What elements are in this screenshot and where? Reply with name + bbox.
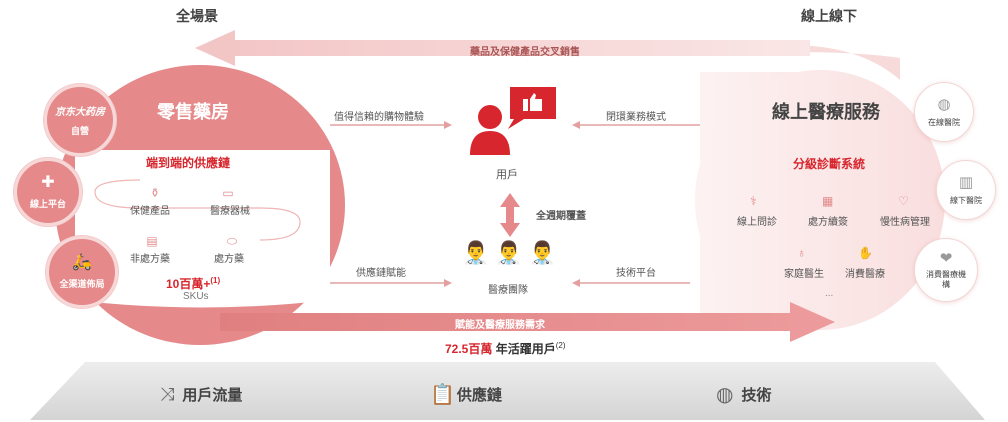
lifecycle-double-arrow <box>500 193 520 237</box>
footer-band <box>30 362 985 420</box>
arrow-label-shopping: 值得信賴的購物體驗 <box>334 112 424 123</box>
header-right: 線上線下 <box>801 8 857 24</box>
arrow-label-tech-platform: 技術平台 <box>616 268 656 279</box>
bubble-self-operated: 京东大药房 自營 <box>44 84 116 156</box>
service-online-consult: 線上問診 <box>737 217 777 228</box>
globe-medical-icon: ◍ <box>937 95 951 113</box>
service-family-doctor: 家庭醫生 <box>784 269 824 280</box>
right-panel-oval <box>695 70 945 330</box>
pill-icon: ⬭ <box>226 234 238 248</box>
center-arrows <box>330 121 700 287</box>
user-label: 用戶 <box>496 169 518 181</box>
arrow-label-closed-loop: 閉環業務模式 <box>606 112 666 123</box>
service-chronic-disease: 慢性病管理 <box>880 217 930 228</box>
bubble-consumer-medical-label: 消費醫療機構 <box>926 269 966 289</box>
bubble-online-hospital: ◍ 在線醫院 <box>914 82 974 142</box>
footer-item-supply-chain: 📋 供應鏈 <box>430 382 502 407</box>
globe-icon: ◍ <box>716 384 734 406</box>
stethoscope-icon: ♁ <box>797 246 806 260</box>
tiered-diagnosis-title: 分級診斷系統 <box>793 157 866 171</box>
bubble-online-platform: ✚ 線上平台 <box>14 158 82 226</box>
monitor-icon: ▭ <box>222 186 234 200</box>
bottom-band <box>220 313 800 331</box>
left-panel-title: 零售藥房 <box>157 102 229 122</box>
bubble-online-hospital-label: 在線醫院 <box>928 117 960 127</box>
bottom-band-arrowhead <box>790 302 835 342</box>
header-left: 全場景 <box>176 8 218 24</box>
pill-bottle-icon: ▤ <box>146 234 158 248</box>
right-panel-title: 線上醫療服務 <box>772 102 880 122</box>
services-ellipsis: ... <box>825 288 834 299</box>
shuffle-icon: ⤨ <box>160 384 175 404</box>
supply-item-device: 醫療器械 <box>210 206 250 217</box>
supply-loop-line <box>94 179 301 241</box>
active-users-stat: 72.5百萬 年活躍用戶(2) <box>445 341 566 356</box>
hospital-icon: ▥ <box>958 173 974 191</box>
bubble-self-operated-label: 自營 <box>70 126 89 136</box>
medical-team-icon: 👨‍⚕️👨‍⚕️👨‍⚕️ <box>462 240 563 265</box>
top-band <box>230 40 810 56</box>
top-band-label: 藥品及保健產品交叉銷售 <box>470 47 580 58</box>
service-consumer-medical: 消費醫療 <box>845 269 885 280</box>
user-icon <box>470 87 556 155</box>
medical-team-label: 醫療團隊 <box>488 285 528 296</box>
delivery-scooter-icon: 🛵 <box>72 253 92 271</box>
lifecycle-label: 全週期覆蓋 <box>536 211 586 222</box>
jd-pharmacy-logo: 京东大药房 <box>55 107 105 118</box>
bubble-offline-hospital: ▥ 線下醫院 <box>936 160 996 220</box>
consult-icon: ⚕ <box>750 194 757 208</box>
sku-unit: SKUs <box>183 291 209 302</box>
footer-item-technology: ◍ 技術 <box>716 382 771 407</box>
bottom-band-label: 賦能及醫療服務需求 <box>455 320 545 331</box>
bubble-omnichannel-label: 全渠道佈局 <box>59 278 105 289</box>
bubble-online-platform-label: 線上平台 <box>29 198 66 209</box>
medkit-icon: ✚ <box>41 173 55 191</box>
footer-item-user-traffic: ⤨ 用戶流量 <box>160 384 242 405</box>
heartbeat-icon: ♡ <box>898 194 909 208</box>
bubble-consumer-medical-institution: ❤ 消費醫療機構 <box>914 238 978 302</box>
prescription-icon: ▦ <box>822 194 834 208</box>
capsule-icon: ⚱ <box>149 186 161 200</box>
clipboard-icon: 📋 <box>430 384 455 406</box>
supply-item-otc: 非處方藥 <box>130 254 170 265</box>
heart-hands-icon: ❤ <box>939 249 953 267</box>
top-band-arrowhead <box>195 30 235 66</box>
footer-label-supply-chain: 供應鏈 <box>456 387 502 404</box>
supply-item-health: 保健產品 <box>130 206 170 217</box>
service-prescription-renewal: 處方續簽 <box>808 217 848 228</box>
bubble-omnichannel: 🛵 全渠道佈局 <box>46 236 118 308</box>
footer-label-user-traffic: 用戶流量 <box>182 387 243 404</box>
sku-stat: 10百萬+(1) <box>166 276 221 291</box>
footer-label-technology: 技術 <box>741 387 772 404</box>
arrow-label-supply-empower: 供應鏈賦能 <box>356 268 406 279</box>
supply-item-rx: 處方藥 <box>214 254 244 265</box>
left-panel-inner <box>75 150 330 308</box>
supply-chain-title: 端到端的供應鏈 <box>146 156 231 170</box>
hand-care-icon: ✋ <box>858 246 873 260</box>
bubble-offline-hospital-label: 線下醫院 <box>950 195 982 205</box>
